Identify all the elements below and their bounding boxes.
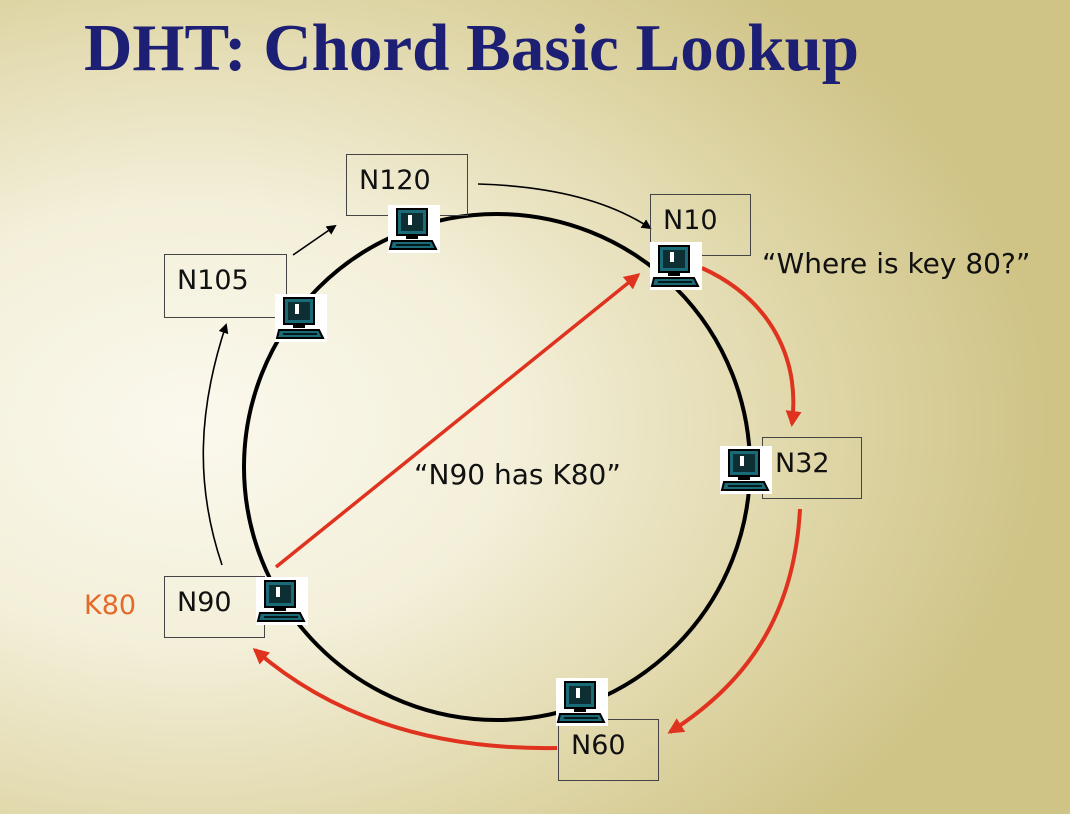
slide-title: DHT: Chord Basic Lookup [84,11,860,85]
node-label-n60: N60 [558,719,659,781]
lookup-arrow-n10-n32 [701,266,802,427]
node-label-n105: N105 [164,254,287,318]
computer-icon [388,205,440,253]
lookup-arrow-n32-n60 [667,508,802,734]
computer-icon [650,242,702,290]
node-label-n32: N32 [762,437,862,499]
node-label-n90: N90 [164,576,265,638]
reply-arrow-n90-n10 [274,273,641,569]
query-text: “Where is key 80?” [762,247,1031,280]
key-label-k80: K80 [84,590,137,621]
successor-arrow-n105-n120 [292,224,337,256]
lookup-arrow-n60-n90 [252,648,558,751]
answer-text: “N90 has K80” [414,458,621,491]
successor-arrow-n90-n105 [202,323,229,566]
computer-icon [720,446,772,494]
computer-icon [556,678,608,726]
computer-icon [256,577,308,625]
computer-icon [275,294,327,342]
node-label-n10: N10 [650,194,751,256]
successor-arrow-n120-n10 [477,183,652,230]
